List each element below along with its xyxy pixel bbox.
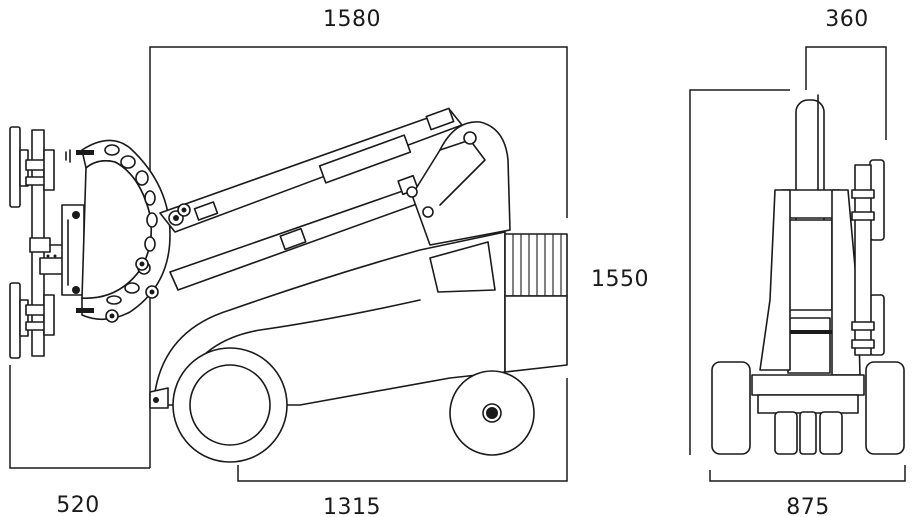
rotation-arc	[65, 139, 171, 321]
dim-width: 875	[786, 495, 830, 517]
front-view	[711, 94, 905, 455]
dim-height: 1550	[591, 267, 649, 292]
dimension-labels: 1580 360 1550 520 1315 875	[56, 7, 869, 517]
boom-arm	[105, 107, 511, 323]
dim-overall-length: 1580	[323, 7, 381, 32]
dim-front-offset: 360	[825, 7, 869, 32]
rear-wheel	[172, 347, 288, 463]
dim-cup-overhang: 520	[56, 493, 100, 517]
vacuum-cup-assembly	[9, 126, 85, 359]
front-wheel	[449, 370, 535, 456]
side-view	[9, 107, 568, 463]
dim-wheelbase: 1315	[323, 495, 381, 517]
